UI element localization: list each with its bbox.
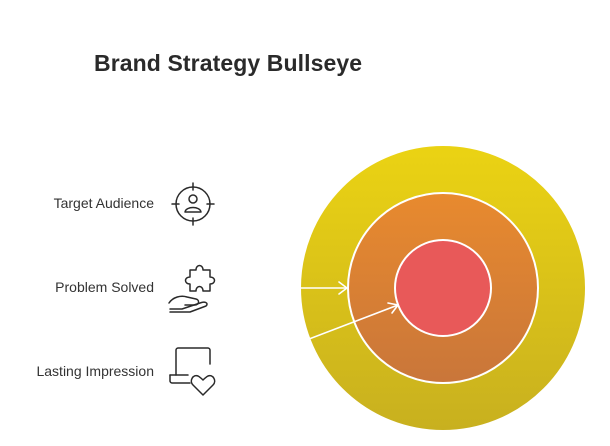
- arrow-problem-solved: [227, 281, 348, 295]
- diagram-title: Brand Strategy Bullseye: [94, 50, 363, 76]
- label-problem-solved: Problem Solved: [55, 279, 154, 295]
- arrow-lasting-impression: [227, 302, 399, 371]
- center-ring: [394, 239, 492, 337]
- arrow-target-audience: [227, 202, 311, 239]
- hand-puzzle-icon: [168, 264, 216, 313]
- label-lasting-impression: Lasting Impression: [36, 363, 154, 379]
- label-target-audience: Target Audience: [53, 195, 154, 211]
- target-person-icon: [171, 182, 215, 226]
- laptop-heart-icon: [169, 347, 216, 396]
